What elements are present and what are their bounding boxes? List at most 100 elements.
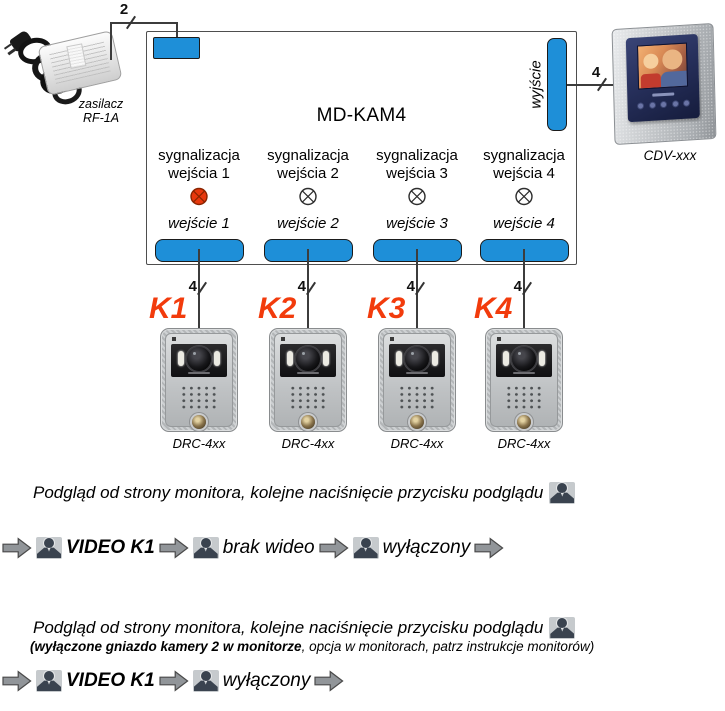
flow-row: VIDEO K1 wyłączony <box>2 670 344 692</box>
preview-sequence-2: Podgląd od strony monitora, kolejne naci… <box>0 615 725 711</box>
intro-line: Podgląd od strony monitora, kolejne naci… <box>33 617 576 639</box>
door-camera-image <box>378 328 456 432</box>
camera-wire-count: 4 <box>188 278 197 295</box>
arrow-right-icon <box>2 670 32 692</box>
intro-line: Podgląd od strony monitora, kolejne naci… <box>33 482 576 504</box>
monitor-wire-count: 4 <box>591 64 601 81</box>
camera-brand-mark <box>406 372 428 374</box>
camera-model-label: DRC-4xx <box>281 436 335 451</box>
monitor-image <box>611 22 723 150</box>
camera-led-icon <box>503 351 509 366</box>
camera-lens-icon <box>404 346 430 372</box>
camera-call-button <box>301 415 315 429</box>
monitor-logo <box>652 92 675 97</box>
led-indicator-icon <box>190 187 209 206</box>
preview-button-icon <box>549 482 576 504</box>
camera-lens-icon <box>186 346 212 372</box>
arrow-right-icon <box>314 670 344 692</box>
psu-model: RF-1A <box>82 111 120 126</box>
monitor-buttons <box>638 100 690 109</box>
psu-name: zasilacz <box>78 97 124 111</box>
flow-row: VIDEO K1 brak wideo wyłączony <box>2 537 504 559</box>
camera-model-label: DRC-4xx <box>497 436 551 451</box>
door-camera-image <box>160 328 238 432</box>
camera-speaker-grille <box>398 385 436 410</box>
channel-4: sygnalizacja wejścia 4 wejście 4 4 K4 <box>459 0 589 470</box>
unit-title: MD-KAM4 <box>316 105 407 126</box>
camera-lens-panel <box>496 344 552 377</box>
camera-led-icon <box>287 351 293 366</box>
signal-label: sygnalizacja wejścia 1 <box>158 147 240 182</box>
channel-3: sygnalizacja wejścia 3 wejście 3 4 K3 <box>352 0 482 470</box>
monitor-panel <box>625 33 700 123</box>
led-indicator-icon <box>515 187 534 206</box>
preview-button-icon <box>549 617 576 639</box>
arrow-right-icon <box>2 537 32 559</box>
camera-speaker-grille <box>505 385 543 410</box>
psu-wire <box>110 22 178 24</box>
preview-button-icon <box>36 670 62 692</box>
camera-brand-mark <box>513 372 535 374</box>
preview-button-icon <box>192 537 219 559</box>
monitor-body <box>611 22 717 146</box>
camera-led-icon <box>432 351 438 366</box>
led-indicator-icon <box>299 187 318 206</box>
preview-sequence-1: Podgląd od strony monitora, kolejne naci… <box>0 480 725 590</box>
camera-led-icon <box>539 351 545 366</box>
psu-wire <box>176 22 178 49</box>
camera-id-label: K2 <box>258 292 297 325</box>
camera-led-icon <box>323 351 329 366</box>
signal-label: sygnalizacja wejścia 2 <box>267 147 349 182</box>
camera-call-button <box>517 415 531 429</box>
flow-step-label: wyłączony <box>222 670 311 691</box>
channel-2: sygnalizacja wejścia 2 wejście 2 4 K2 <box>243 0 373 470</box>
preview-button-icon <box>192 670 219 692</box>
input-label: wejście 2 <box>277 215 339 232</box>
camera-lens-icon <box>295 346 321 372</box>
input-label: wejście 1 <box>168 215 230 232</box>
flow-step-label: VIDEO K1 <box>66 537 155 558</box>
camera-lens-icon <box>511 346 537 372</box>
camera-model-label: DRC-4xx <box>172 436 226 451</box>
camera-id-label: K3 <box>367 292 406 325</box>
input-label: wejście 3 <box>386 215 448 232</box>
flow-step-label: wyłączony <box>382 537 471 558</box>
signal-label: sygnalizacja wejścia 3 <box>376 147 458 182</box>
camera-wire-count: 4 <box>297 278 306 295</box>
arrow-right-icon <box>318 537 349 559</box>
camera-wire-count: 4 <box>406 278 415 295</box>
arrow-right-icon <box>159 670 189 692</box>
monitor-model-label: CDV-xxx <box>643 148 697 163</box>
flow-step-label: VIDEO K1 <box>66 670 155 691</box>
camera-call-button <box>192 415 206 429</box>
psu-wire-count: 2 <box>119 1 129 18</box>
camera-brand-mark <box>297 372 319 374</box>
note-line: (wyłączone gniazdo kamery 2 w monitorze,… <box>30 639 595 654</box>
preview-button-icon <box>352 537 379 559</box>
preview-button-icon <box>36 537 62 559</box>
camera-lens-panel <box>280 344 336 377</box>
flow-step-label: brak wideo <box>222 537 315 558</box>
led-indicator-icon <box>408 187 427 206</box>
arrow-right-icon <box>474 537 504 559</box>
camera-led-icon <box>178 351 184 366</box>
camera-lens-panel <box>171 344 227 377</box>
camera-speaker-grille <box>289 385 327 410</box>
md-kam4-unit-box <box>146 31 577 265</box>
signal-label: sygnalizacja wejścia 4 <box>483 147 565 182</box>
camera-call-button <box>410 415 424 429</box>
arrow-right-icon <box>159 537 189 559</box>
camera-model-label: DRC-4xx <box>390 436 444 451</box>
monitor-screen <box>636 42 689 90</box>
output-connector <box>547 38 567 131</box>
psu-label: zasilacz RF-1A <box>68 97 134 126</box>
psu-wire <box>110 22 112 60</box>
camera-brand-mark <box>188 372 210 374</box>
camera-speaker-grille <box>180 385 218 410</box>
camera-led-icon <box>214 351 220 366</box>
monitor-wire <box>567 84 614 86</box>
camera-lens-panel <box>389 344 445 377</box>
camera-id-label: K4 <box>474 292 513 325</box>
power-connector <box>153 37 200 59</box>
